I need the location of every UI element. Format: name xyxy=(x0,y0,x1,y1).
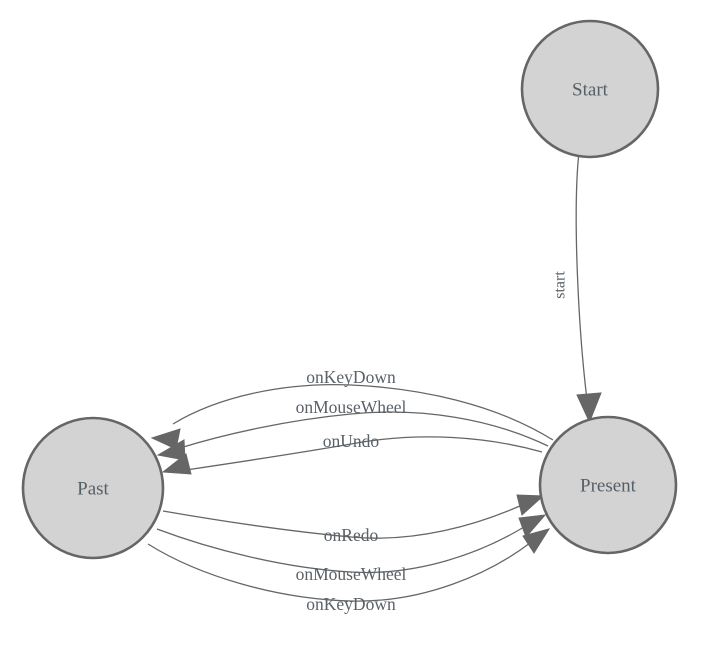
edge-past-to-present-onmousewheel-label: onMouseWheel xyxy=(296,564,407,584)
edge-past-to-present-onmousewheel[interactable]: onMouseWheel xyxy=(156,514,547,584)
edge-past-to-present-onredo-path xyxy=(162,504,523,539)
edge-start-to-present-arrowhead xyxy=(576,392,602,424)
edge-past-to-present-onkeydown-label: onKeyDown xyxy=(306,594,396,614)
node-past-circle xyxy=(21,416,165,560)
edge-present-to-past-onundo-arrowhead xyxy=(161,453,192,475)
node-start[interactable]: Start xyxy=(520,19,660,159)
edge-present-to-past-onundo[interactable]: onUndo xyxy=(161,431,543,475)
edge-past-to-present-onredo-label: onRedo xyxy=(324,525,379,545)
edge-present-to-past-onundo-label: onUndo xyxy=(323,431,380,451)
edge-start-to-present-label: start xyxy=(552,271,569,299)
edge-present-to-past-onundo-path xyxy=(185,436,543,471)
edge-past-to-present-onkeydown[interactable]: onKeyDown xyxy=(147,528,551,614)
node-present[interactable]: Present xyxy=(538,415,678,555)
edge-present-to-past-onmousewheel-arrowhead xyxy=(156,439,186,461)
node-past[interactable]: Past xyxy=(21,416,165,560)
edge-start-to-present-path xyxy=(575,156,589,409)
node-start-label: Start xyxy=(572,80,609,101)
node-past-label: Past xyxy=(77,479,109,500)
edge-past-to-present-onmousewheel-path xyxy=(156,526,525,574)
edge-present-to-past-onkeydown-arrowhead xyxy=(150,428,181,450)
edge-present-to-past-onkeydown-label: onKeyDown xyxy=(306,367,396,387)
edge-present-to-past-onmousewheel[interactable]: onMouseWheel xyxy=(156,397,549,461)
edge-present-to-past-onkeydown[interactable]: onKeyDown xyxy=(150,367,554,450)
node-present-circle xyxy=(538,415,678,555)
edge-past-to-present-onredo[interactable]: onRedo xyxy=(162,494,545,545)
edge-start-to-present[interactable]: start xyxy=(552,156,602,424)
edge-past-to-present-onkeydown-arrowhead xyxy=(522,528,551,554)
edge-present-to-past-onmousewheel-path xyxy=(179,411,549,449)
node-present-label: Present xyxy=(580,476,637,497)
edge-past-to-present-onredo-arrowhead xyxy=(516,494,545,516)
edge-present-to-past-onmousewheel-label: onMouseWheel xyxy=(296,397,407,417)
edge-past-to-present-onmousewheel-arrowhead xyxy=(518,514,547,538)
edge-past-to-present-onkeydown-path xyxy=(147,542,531,602)
edge-present-to-past-onkeydown-path xyxy=(172,383,554,441)
node-start-circle xyxy=(520,19,660,159)
